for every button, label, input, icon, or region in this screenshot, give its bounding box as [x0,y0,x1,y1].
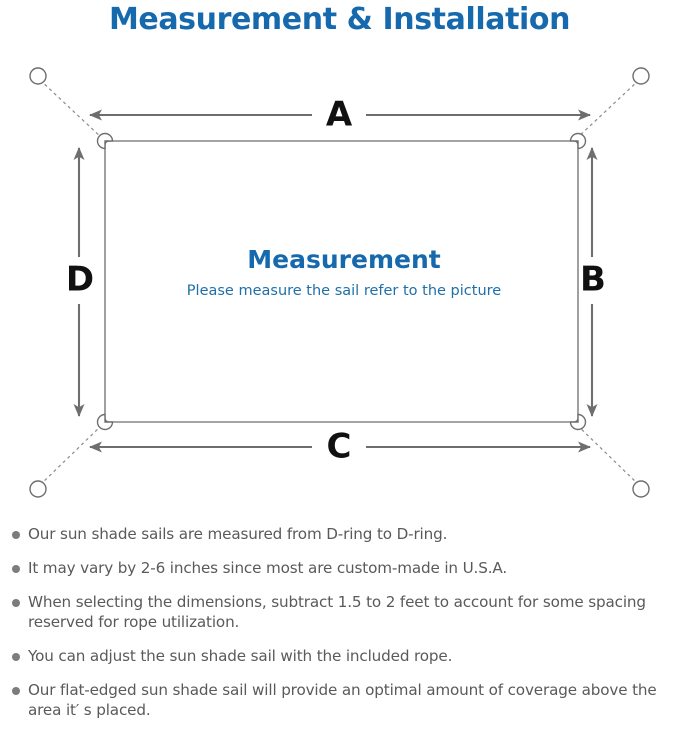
list-item: Our flat-edged sun shade sail will provi… [0,680,679,720]
diagram-center-subtext: Please measure the sail refer to the pic… [187,283,501,299]
anchor-point-bottom-left [29,480,47,498]
list-item: When selecting the dimensions, subtract … [0,592,679,632]
list-item: Our sun shade sails are measured from D-… [0,524,679,544]
d-ring-top-left [96,132,114,150]
list-item-text: When selecting the dimensions, subtract … [28,593,646,631]
list-item: You can adjust the sun shade sail with t… [0,646,679,666]
dimension-label-c: C [327,427,352,467]
bullet-icon [12,687,20,695]
dimension-label-d: D [66,260,94,300]
bullet-icon [12,531,20,539]
list-item-text: It may vary by 2-6 inches since most are… [28,559,508,577]
rope-line-bottom-left [39,423,104,486]
list-item: It may vary by 2-6 inches since most are… [0,558,679,578]
page-title: Measurement & Installation [108,2,571,37]
dimension-label-a: A [326,95,353,135]
bullet-icon [12,599,20,607]
list-item-text: You can adjust the sun shade sail with t… [28,647,453,665]
dimension-label-b: B [580,260,606,300]
d-ring-top-right [569,132,587,150]
d-ring-bottom-left [96,413,114,431]
sail-diagram-svg: A C D B Measurement Please measure the s… [29,67,650,498]
sail-rectangle [104,140,579,423]
anchor-point-top-right [632,67,650,85]
d-ring-bottom-right [569,413,587,431]
list-item-text: Our flat-edged sun shade sail will provi… [28,681,657,719]
anchor-points [29,67,650,498]
sail-diagram: A C D B Measurement Please measure the s… [0,52,679,517]
d-rings [96,132,587,431]
notes-list: Our sun shade sails are measured from D-… [0,524,679,734]
rope-lines [39,79,640,486]
rope-line-top-left [39,79,104,140]
rope-line-top-right [575,79,640,140]
rope-line-bottom-right [575,423,640,486]
bullet-icon [12,653,20,661]
anchor-point-bottom-right [632,480,650,498]
anchor-point-top-left [29,67,47,85]
diagram-center-heading: Measurement [247,245,440,274]
bullet-icon [12,565,20,573]
list-item-text: Our sun shade sails are measured from D-… [28,525,448,543]
